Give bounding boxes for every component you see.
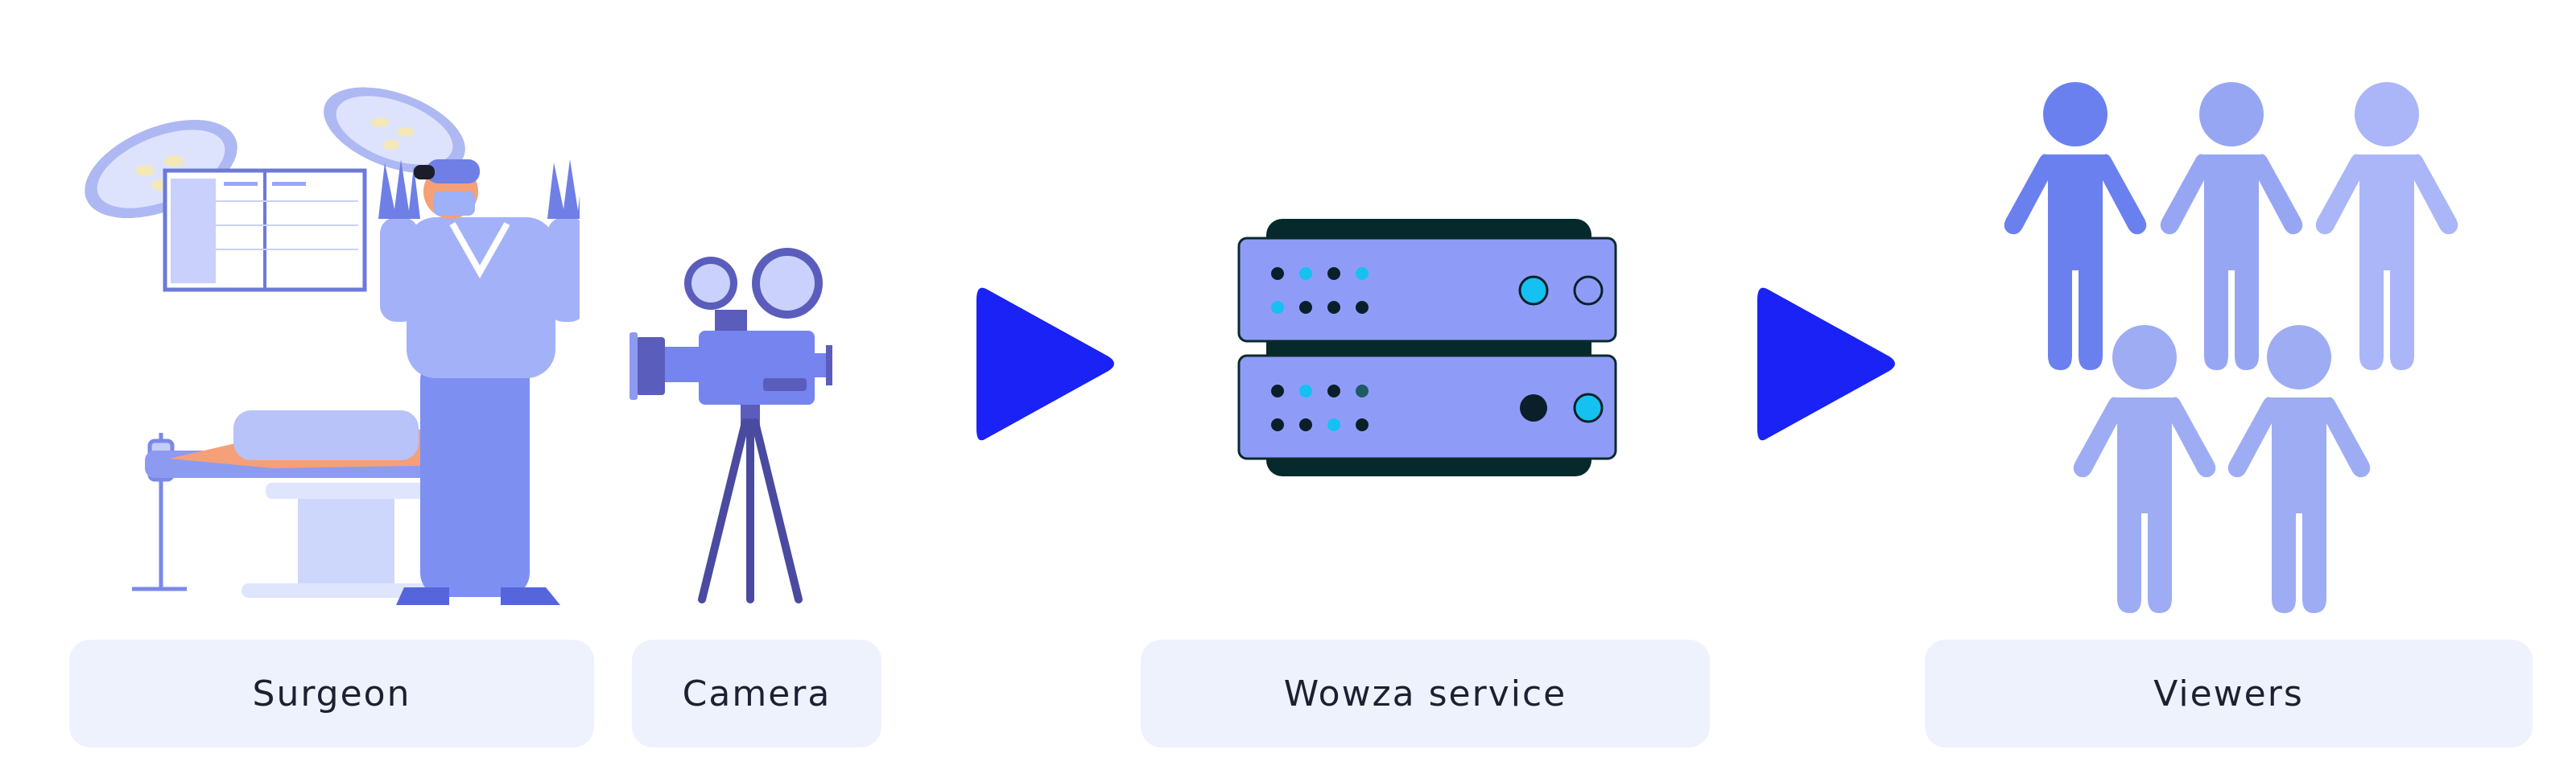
surgeon-label-box: Surgeon (69, 640, 594, 747)
surgeon-label: Surgeon (252, 673, 411, 714)
person-icon (2004, 82, 2147, 370)
doctor-figure-icon (378, 159, 580, 605)
people-group-icon (2004, 82, 2458, 613)
person-icon (2315, 82, 2458, 370)
surgical-light-right-icon (324, 87, 465, 174)
person-icon (2160, 82, 2303, 370)
play-arrow-icon (1757, 287, 1895, 441)
play-arrow-icon (976, 287, 1114, 441)
viewers-label: Viewers (2153, 673, 2304, 714)
server-rack-icon (1237, 219, 1617, 476)
monitor-icon (163, 168, 367, 292)
surgeon-icon (85, 87, 580, 605)
wowza-service-label-box: Wowza service (1141, 640, 1710, 747)
camera-label-box: Camera (632, 640, 881, 747)
movie-camera-icon (630, 248, 832, 603)
wowza-service-label: Wowza service (1283, 673, 1567, 714)
viewers-label-box: Viewers (1925, 640, 2533, 747)
camera-label: Camera (682, 673, 832, 714)
